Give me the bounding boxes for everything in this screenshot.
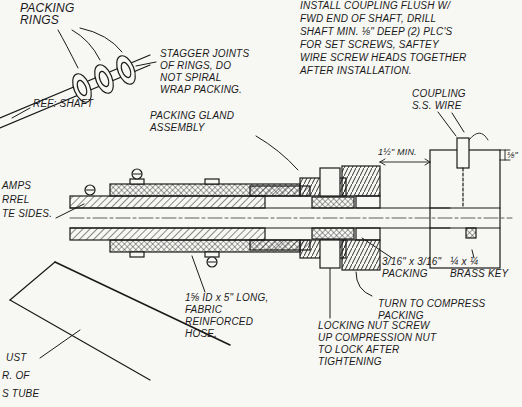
note-label: S TUBE <box>2 388 39 400</box>
nuts <box>320 166 380 270</box>
packing <box>312 197 354 239</box>
note-label: PACKING RINGS <box>20 2 82 26</box>
note-label: UST <box>6 352 27 364</box>
note-label: RREL <box>2 194 29 206</box>
note-label: REF: SHAFT <box>33 98 93 110</box>
coupling <box>430 133 500 268</box>
note-label: INSTALL COUPLING FLUSH W/ <box>300 0 450 12</box>
note-label: 3/16" x 3/16" PACKING <box>382 256 446 280</box>
note-label: FWD END OF SHAFT, DRILL <box>300 13 436 25</box>
note-label: COUPLING <box>412 88 466 100</box>
note-label: ⅛" <box>507 149 518 161</box>
note-label: 1⅝ ID x 5" LONG, FABRIC REINFORCED HOSE. <box>185 292 285 340</box>
note-label: 1½" MIN. <box>378 146 417 158</box>
note-label: PACKING GLAND ASSEMBLY <box>150 110 260 134</box>
note-label: AMPS <box>2 180 31 192</box>
note-label: SHAFT MIN. ⅛" DEEP (2) PLC'S <box>300 26 452 38</box>
note-label: LOCKING NUT SCREW UP COMPRESSION NUT TO … <box>318 320 443 368</box>
note-label: STAGGER JOINTS OF RINGS, DO NOT SPIRAL W… <box>160 48 250 96</box>
note-label: WIRE SCREW HEADS TOGETHER <box>300 52 467 64</box>
packing-rings <box>69 53 139 105</box>
note-label: TE SIDES. <box>2 208 52 220</box>
note-label: TURN TO COMPRESS PACKING <box>378 298 493 322</box>
note-label: ¼ x ¼ BRASS KEY <box>450 256 516 280</box>
shaft <box>70 208 512 228</box>
note-label: R. OF <box>2 370 30 382</box>
note-label: S.S. WIRE <box>412 100 462 112</box>
note-label: AFTER INSTALLATION. <box>300 65 412 77</box>
note-label: FOR SET SCREWS, SAFTEY <box>300 39 439 51</box>
